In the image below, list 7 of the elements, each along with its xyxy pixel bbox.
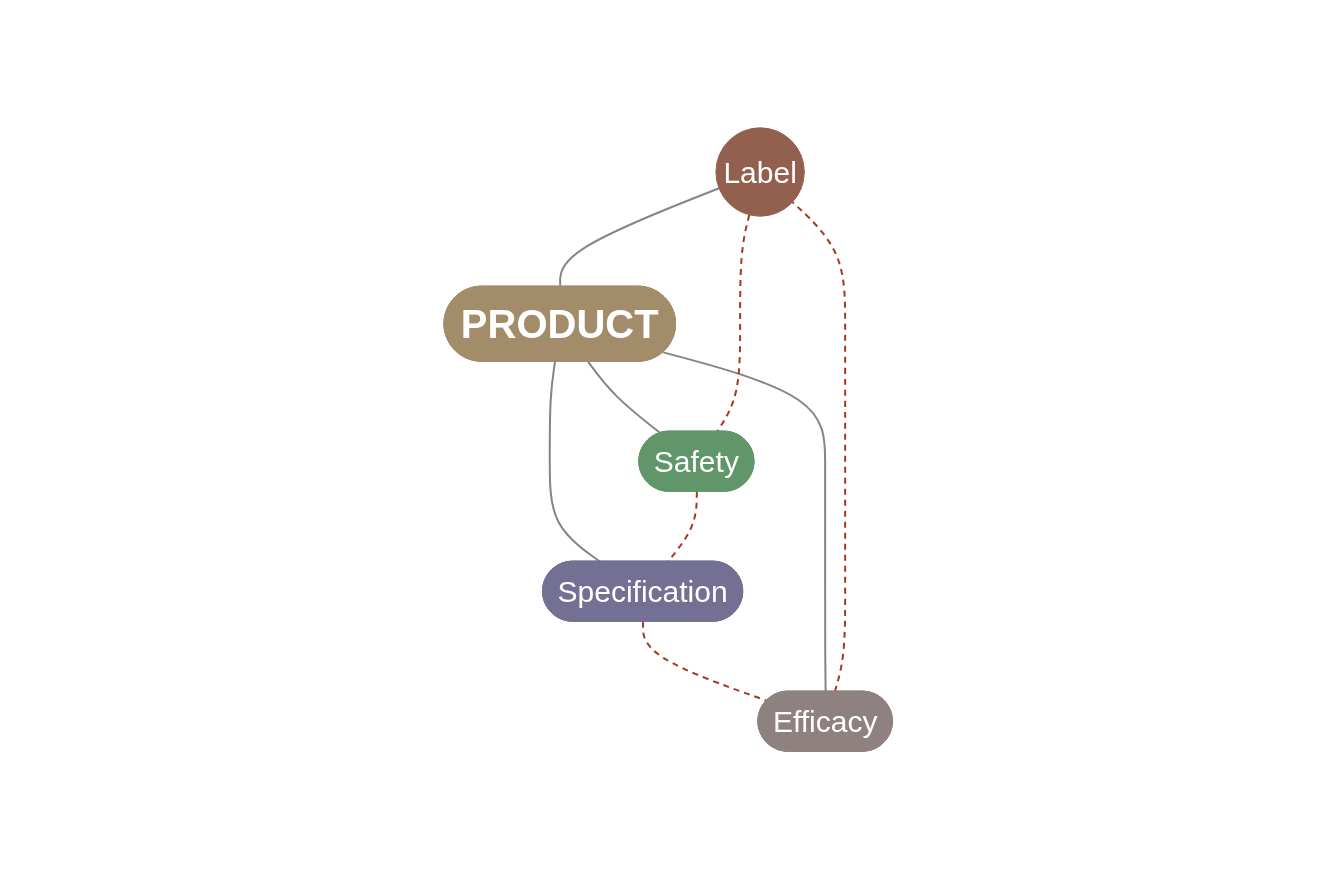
node-circle: Label [715, 127, 806, 217]
connector [662, 351, 827, 693]
connector [587, 360, 662, 435]
connector [559, 187, 721, 288]
connector [549, 360, 602, 563]
connector [791, 201, 847, 693]
connector [716, 213, 751, 433]
